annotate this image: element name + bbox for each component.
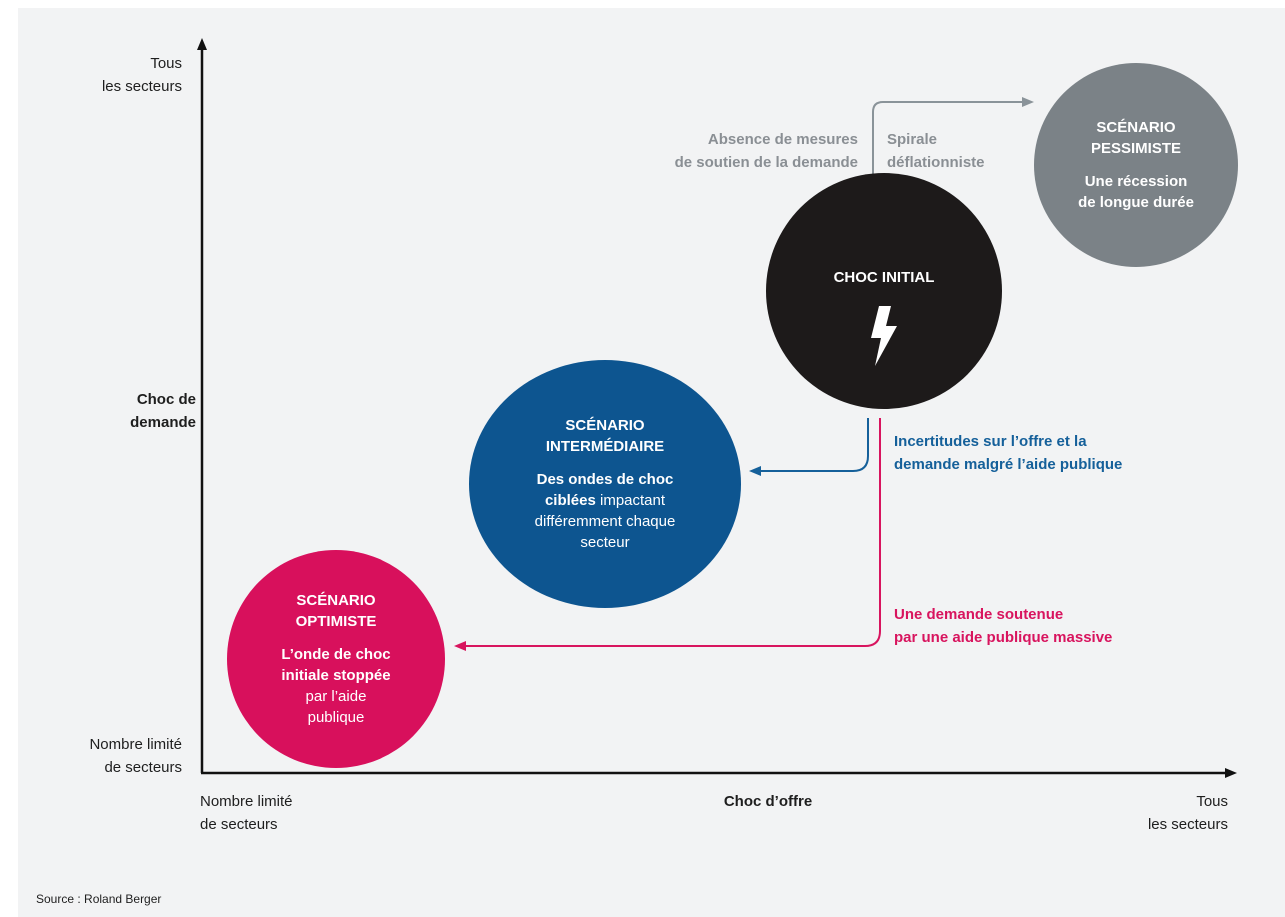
demande-soutenue-annotation: Une demande soutenue par une aide publiq… — [894, 606, 1113, 646]
scenario-intermediaire-description-bold: Des ondes de choc ciblées — [536, 471, 674, 509]
scenario-pessimiste-title: SCÉNARIO PESSIMISTE — [1090, 119, 1182, 157]
source-note: Source : Roland Berger — [36, 892, 162, 906]
gray-arrow — [872, 101, 1023, 186]
scenario-intermediaire-circle: SCÉNARIO INTERMÉDIAIRE Des ondes de choc… — [469, 360, 741, 608]
scenario-intermediaire-description: Des ondes de choc ciblées impactant diff… — [535, 469, 676, 553]
scenario-optimiste-description-bold: L’onde de choc initiale stoppée — [281, 646, 391, 684]
blue-arrowhead — [749, 466, 761, 476]
scenario-optimiste-circle: SCÉNARIO OPTIMISTE L’onde de choc initia… — [227, 550, 445, 768]
x-axis-right-label: Tous les secteurs — [1147, 793, 1228, 833]
x-axis-title: Choc d’offre — [723, 793, 813, 810]
lightning-bolt-icon — [871, 306, 897, 366]
scenario-optimiste-description: L’onde de choc initiale stoppée par l’ai… — [281, 644, 390, 728]
gray-arrowhead — [1022, 97, 1034, 107]
scenario-optimiste-description-rest: par l’aide publique — [305, 688, 367, 726]
x-axis-arrowhead — [1225, 768, 1237, 778]
choc-initial-title: CHOC INITIAL — [833, 269, 935, 286]
choc-initial-circle: CHOC INITIAL — [766, 173, 1002, 409]
scenario-intermediaire-description-rest: impactant différemment chaque secteur — [534, 492, 676, 551]
pink-arrow — [465, 418, 881, 647]
spirale-deflationniste-annotation: Spirale déflationniste — [887, 131, 985, 171]
x-axis-left-label: Nombre limité de secteurs — [200, 793, 293, 833]
scenario-optimiste-title: SCÉNARIO OPTIMISTE — [295, 592, 377, 630]
incertitudes-annotation: Incertitudes sur l’offre et la demande m… — [894, 433, 1123, 473]
diagram-panel: Tous les secteurs Choc de demande Nombre… — [18, 8, 1285, 917]
absence-mesures-annotation: Absence de mesures de soutien de la dema… — [674, 131, 858, 171]
y-axis-top-label: Tous les secteurs — [101, 55, 182, 95]
blue-arrow — [760, 418, 869, 472]
y-axis-arrowhead — [197, 38, 207, 50]
scenario-intermediaire-title: SCÉNARIO INTERMÉDIAIRE — [545, 417, 665, 455]
diagram-arrows — [197, 38, 1237, 778]
scenario-pessimiste-circle: SCÉNARIO PESSIMISTE Une récession de lon… — [1034, 63, 1238, 267]
y-axis-title: Choc de demande — [130, 391, 196, 431]
pink-arrowhead — [454, 641, 466, 651]
scenario-pessimiste-description: Une récession de longue durée — [1078, 173, 1194, 211]
y-axis-bottom-label: Nombre limité de secteurs — [89, 736, 182, 776]
